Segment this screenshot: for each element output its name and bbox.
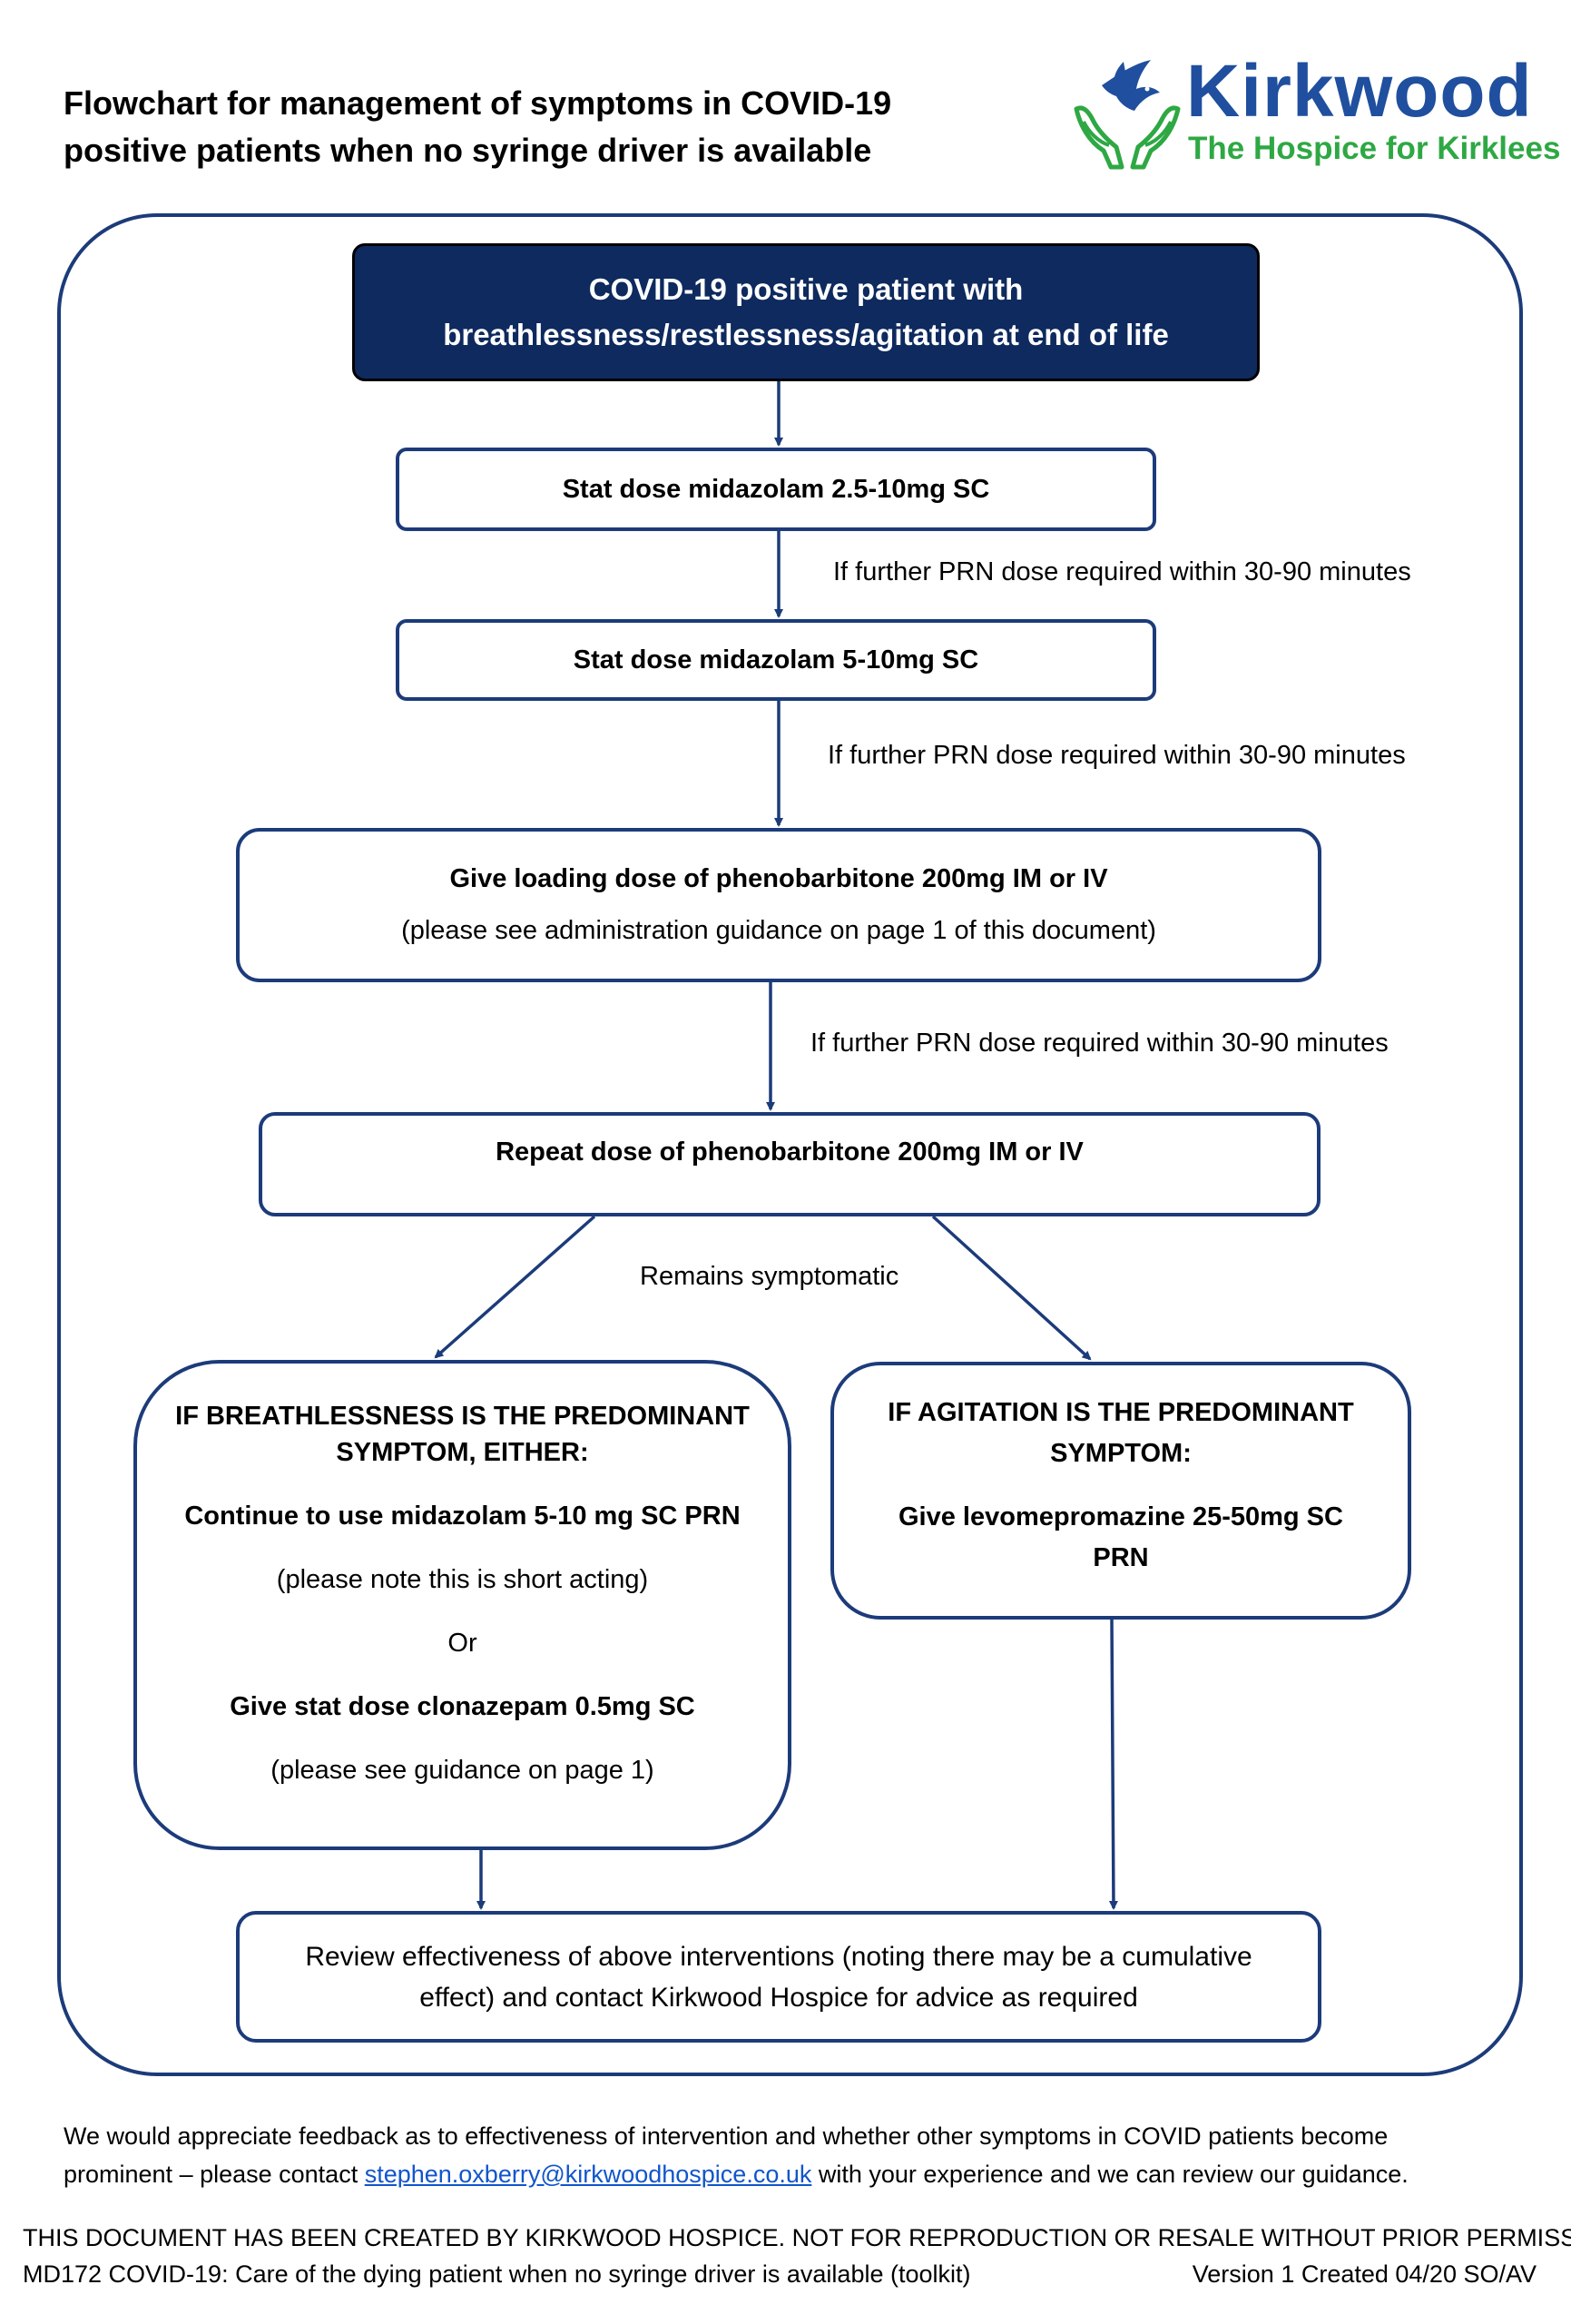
start-box: COVID-19 positive patient with breathles…: [352, 243, 1260, 381]
kirkwood-logo: Kirkwood The Hospice for Kirklees: [1071, 50, 1560, 172]
document-reference: MD172 COVID-19: Care of the dying patien…: [23, 2260, 971, 2288]
midazolam-option: Continue to use midazolam 5-10 mg SC PRN: [184, 1502, 741, 1531]
branch-label: Remains symptomatic: [640, 1262, 899, 1291]
or-label: Or: [447, 1629, 477, 1658]
dove-hands-icon: [1074, 60, 1181, 170]
feedback-text-before-link: prominent – please contact: [64, 2161, 365, 2188]
condition-label-3: If further PRN dose required within 30-9…: [810, 1029, 1389, 1058]
logo-tagline: The Hospice for Kirklees: [1188, 131, 1561, 166]
midazolam-note: (please note this is short acting): [276, 1565, 649, 1594]
breathlessness-heading-1: IF BREATHLESSNESS IS THE PREDOMINANT: [175, 1402, 750, 1431]
step3-box: Give loading dose of phenobarbitone 200m…: [236, 828, 1321, 982]
agitation-heading-2: SYMPTOM:: [1050, 1439, 1192, 1468]
copyright-notice: THIS DOCUMENT HAS BEEN CREATED BY KIRKWO…: [23, 2224, 1571, 2251]
agitation-box: IF AGITATION IS THE PREDOMINANT SYMPTOM:…: [830, 1362, 1411, 1620]
feedback-text: We would appreciate feedback as to effec…: [64, 2117, 1525, 2193]
start-line-2: breathlessness/restlessness/agitation at…: [443, 318, 1169, 351]
feedback-text-after-link: with your experience and we can review o…: [811, 2161, 1409, 2188]
review-line-1: Review effectiveness of above interventi…: [305, 1941, 1252, 1972]
start-line-1: COVID-19 positive patient with: [588, 272, 1024, 306]
condition-label-1: If further PRN dose required within 30-9…: [833, 557, 1411, 586]
version-info: Version 1 Created 04/20 SO/AV: [1192, 2260, 1537, 2288]
step2-box: Stat dose midazolam 5-10mg SC: [396, 619, 1156, 701]
logo-name: Kirkwood: [1186, 50, 1533, 133]
levomepromazine-line-1: Give levomepromazine 25-50mg SC: [898, 1502, 1343, 1531]
title-line-1: Flowchart for management of symptoms in …: [64, 84, 892, 122]
step2-text: Stat dose midazolam 5-10mg SC: [573, 645, 979, 675]
breathlessness-box: IF BREATHLESSNESS IS THE PREDOMINANT SYM…: [133, 1360, 791, 1850]
levomepromazine-line-2: PRN: [1093, 1543, 1149, 1572]
breathlessness-heading-2: SYMPTOM, EITHER:: [336, 1438, 589, 1467]
email-link[interactable]: stephen.oxberry@kirkwoodhospice.co.uk: [364, 2161, 812, 2188]
step3-title: Give loading dose of phenobarbitone 200m…: [449, 864, 1108, 893]
arrow-step4-to-left: [434, 1215, 596, 1359]
clonazepam-option: Give stat dose clonazepam 0.5mg SC: [230, 1692, 695, 1721]
review-box: Review effectiveness of above interventi…: [236, 1911, 1321, 2043]
title-line-2: positive patients when no syringe driver…: [64, 132, 872, 169]
feedback-line-2: prominent – please contact stephen.oxber…: [64, 2155, 1525, 2193]
flowchart-frame: [57, 213, 1523, 2076]
feedback-line-1: We would appreciate feedback as to effec…: [64, 2122, 1389, 2150]
step3-note: (please see administration guidance on p…: [401, 916, 1156, 945]
page-title: Flowchart for management of symptoms in …: [64, 80, 1016, 174]
step1-text: Stat dose midazolam 2.5-10mg SC: [562, 474, 990, 504]
step4-box: Repeat dose of phenobarbitone 200mg IM o…: [259, 1112, 1321, 1216]
step4-text: Repeat dose of phenobarbitone 200mg IM o…: [496, 1137, 1084, 1167]
condition-label-2: If further PRN dose required within 30-9…: [828, 741, 1406, 770]
clonazepam-note: (please see guidance on page 1): [270, 1756, 654, 1785]
arrow-right-to-review: [1108, 1619, 1118, 1910]
review-line-2: effect) and contact Kirkwood Hospice for…: [419, 1982, 1138, 2013]
agitation-heading-1: IF AGITATION IS THE PREDOMINANT: [888, 1398, 1354, 1427]
step1-box: Stat dose midazolam 2.5-10mg SC: [396, 448, 1156, 531]
arrow-step4-to-right: [931, 1215, 1092, 1361]
